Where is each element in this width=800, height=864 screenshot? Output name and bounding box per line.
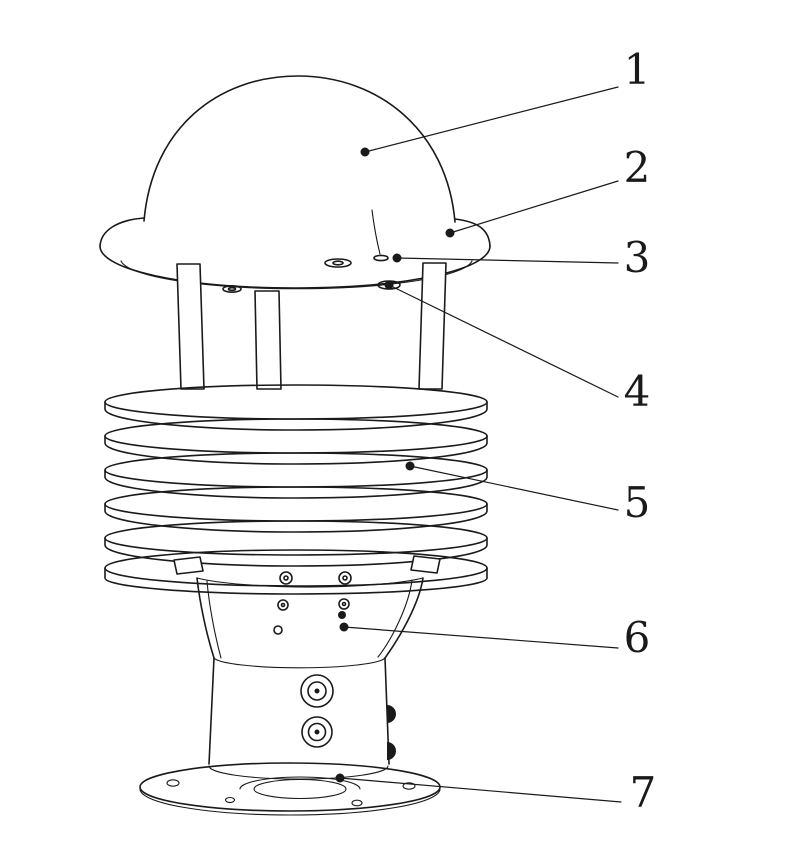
side-gland-upper (387, 705, 396, 723)
callout-label-4: 4 (624, 367, 651, 416)
flange-slot (253, 778, 347, 800)
callout-label-5: 5 (624, 478, 651, 527)
dome-cover (143, 75, 456, 223)
flange-outer (139, 762, 441, 812)
screw-icon (341, 601, 347, 607)
cone-left-inner (206, 580, 222, 659)
cap-underside-mouth (120, 260, 473, 290)
cone-top-edge (196, 577, 424, 588)
top-cap (99, 209, 491, 290)
fastener-icon (373, 254, 389, 262)
fastener-icon (227, 286, 237, 292)
screw-icon (280, 602, 286, 608)
connector-ring (307, 681, 327, 701)
screw-icon (283, 575, 289, 581)
plate-top (104, 486, 488, 522)
plate-rim (104, 503, 488, 533)
callout-2: 2 (445, 143, 651, 238)
cone-right-edge (384, 577, 424, 659)
post-left (176, 263, 205, 390)
screw-icon (273, 625, 283, 635)
callout-5: 5 (405, 461, 651, 527)
callout-4: 4 (384, 280, 651, 416)
callout-3: 3 (392, 233, 651, 282)
leader-dot-6 (339, 622, 349, 632)
cone-left-edge (196, 577, 215, 659)
cap-seam (371, 209, 381, 255)
connector-ring (300, 674, 334, 708)
cable-connector-upper (300, 674, 334, 708)
cap-left-shoulder (99, 217, 145, 247)
base-flange (139, 762, 441, 816)
cap-right-shoulder (454, 218, 491, 247)
plate-top (104, 384, 488, 420)
fastener-icon (222, 284, 242, 293)
callouts: 1 2 3 4 5 6 7 (335, 45, 657, 817)
flange-hole (351, 799, 363, 807)
leader-line-2 (449, 180, 619, 234)
plate-rim (104, 537, 488, 567)
cone-right-inner (377, 579, 413, 658)
leader-dot-1 (360, 147, 370, 157)
dome-outline (143, 75, 456, 223)
support-posts (176, 262, 447, 390)
callout-1: 1 (360, 45, 651, 157)
connector-center (314, 729, 320, 735)
mount-block-right (410, 555, 441, 574)
louver-plate (104, 520, 488, 567)
callout-label-7: 7 (630, 768, 657, 817)
flange-rim (139, 788, 441, 816)
callout-label-2: 2 (624, 143, 651, 192)
screw-icon (277, 599, 289, 611)
housing-left-edge (208, 657, 215, 765)
plate-rim (104, 401, 488, 431)
connector-ring (307, 722, 327, 742)
leader-dot-5 (405, 461, 415, 471)
leader-dot-7 (335, 773, 345, 783)
leader-line-1 (364, 86, 619, 153)
leader-line-7 (339, 777, 622, 803)
post-middle (254, 290, 282, 390)
screw-icon (338, 611, 346, 619)
plate-rim (104, 435, 488, 465)
plate-top (104, 418, 488, 454)
fastener-icon (332, 260, 344, 266)
leader-dot-3 (392, 253, 402, 263)
lower-housing (208, 657, 396, 765)
leader-line-5 (409, 465, 619, 511)
fastener-icon (324, 258, 352, 268)
leader-dot-4 (384, 280, 394, 290)
side-gland-lower (387, 742, 396, 760)
flange-hole (166, 779, 180, 787)
flange-opening-arc (239, 776, 361, 790)
flange-hole (402, 782, 416, 790)
callout-label-1: 1 (624, 45, 651, 94)
callout-label-6: 6 (624, 613, 651, 662)
connector-ring (301, 716, 333, 748)
screw-icon (279, 571, 293, 585)
callout-7: 7 (335, 768, 657, 817)
screw-icon (338, 598, 350, 610)
cable-connector-lower (301, 716, 333, 748)
cone-bottom-edge (213, 657, 386, 669)
plate-rim (104, 469, 488, 499)
cone-section (196, 571, 424, 669)
shield-base-plate (104, 549, 488, 595)
plate-rim (104, 567, 488, 595)
cone-fasteners (273, 571, 352, 635)
mount-block-left (173, 556, 204, 575)
leader-line-6 (343, 626, 619, 649)
callout-6: 6 (339, 613, 651, 662)
leader-dot-2 (445, 228, 455, 238)
screw-icon (338, 571, 352, 585)
callout-label-3: 3 (624, 233, 651, 282)
louver-stack (104, 384, 488, 595)
leader-line-4 (388, 284, 619, 398)
screw-icon (342, 575, 348, 581)
flange-hole (224, 796, 236, 804)
post-right (418, 262, 447, 390)
connector-center (314, 688, 320, 694)
leader-line-3 (396, 257, 619, 264)
